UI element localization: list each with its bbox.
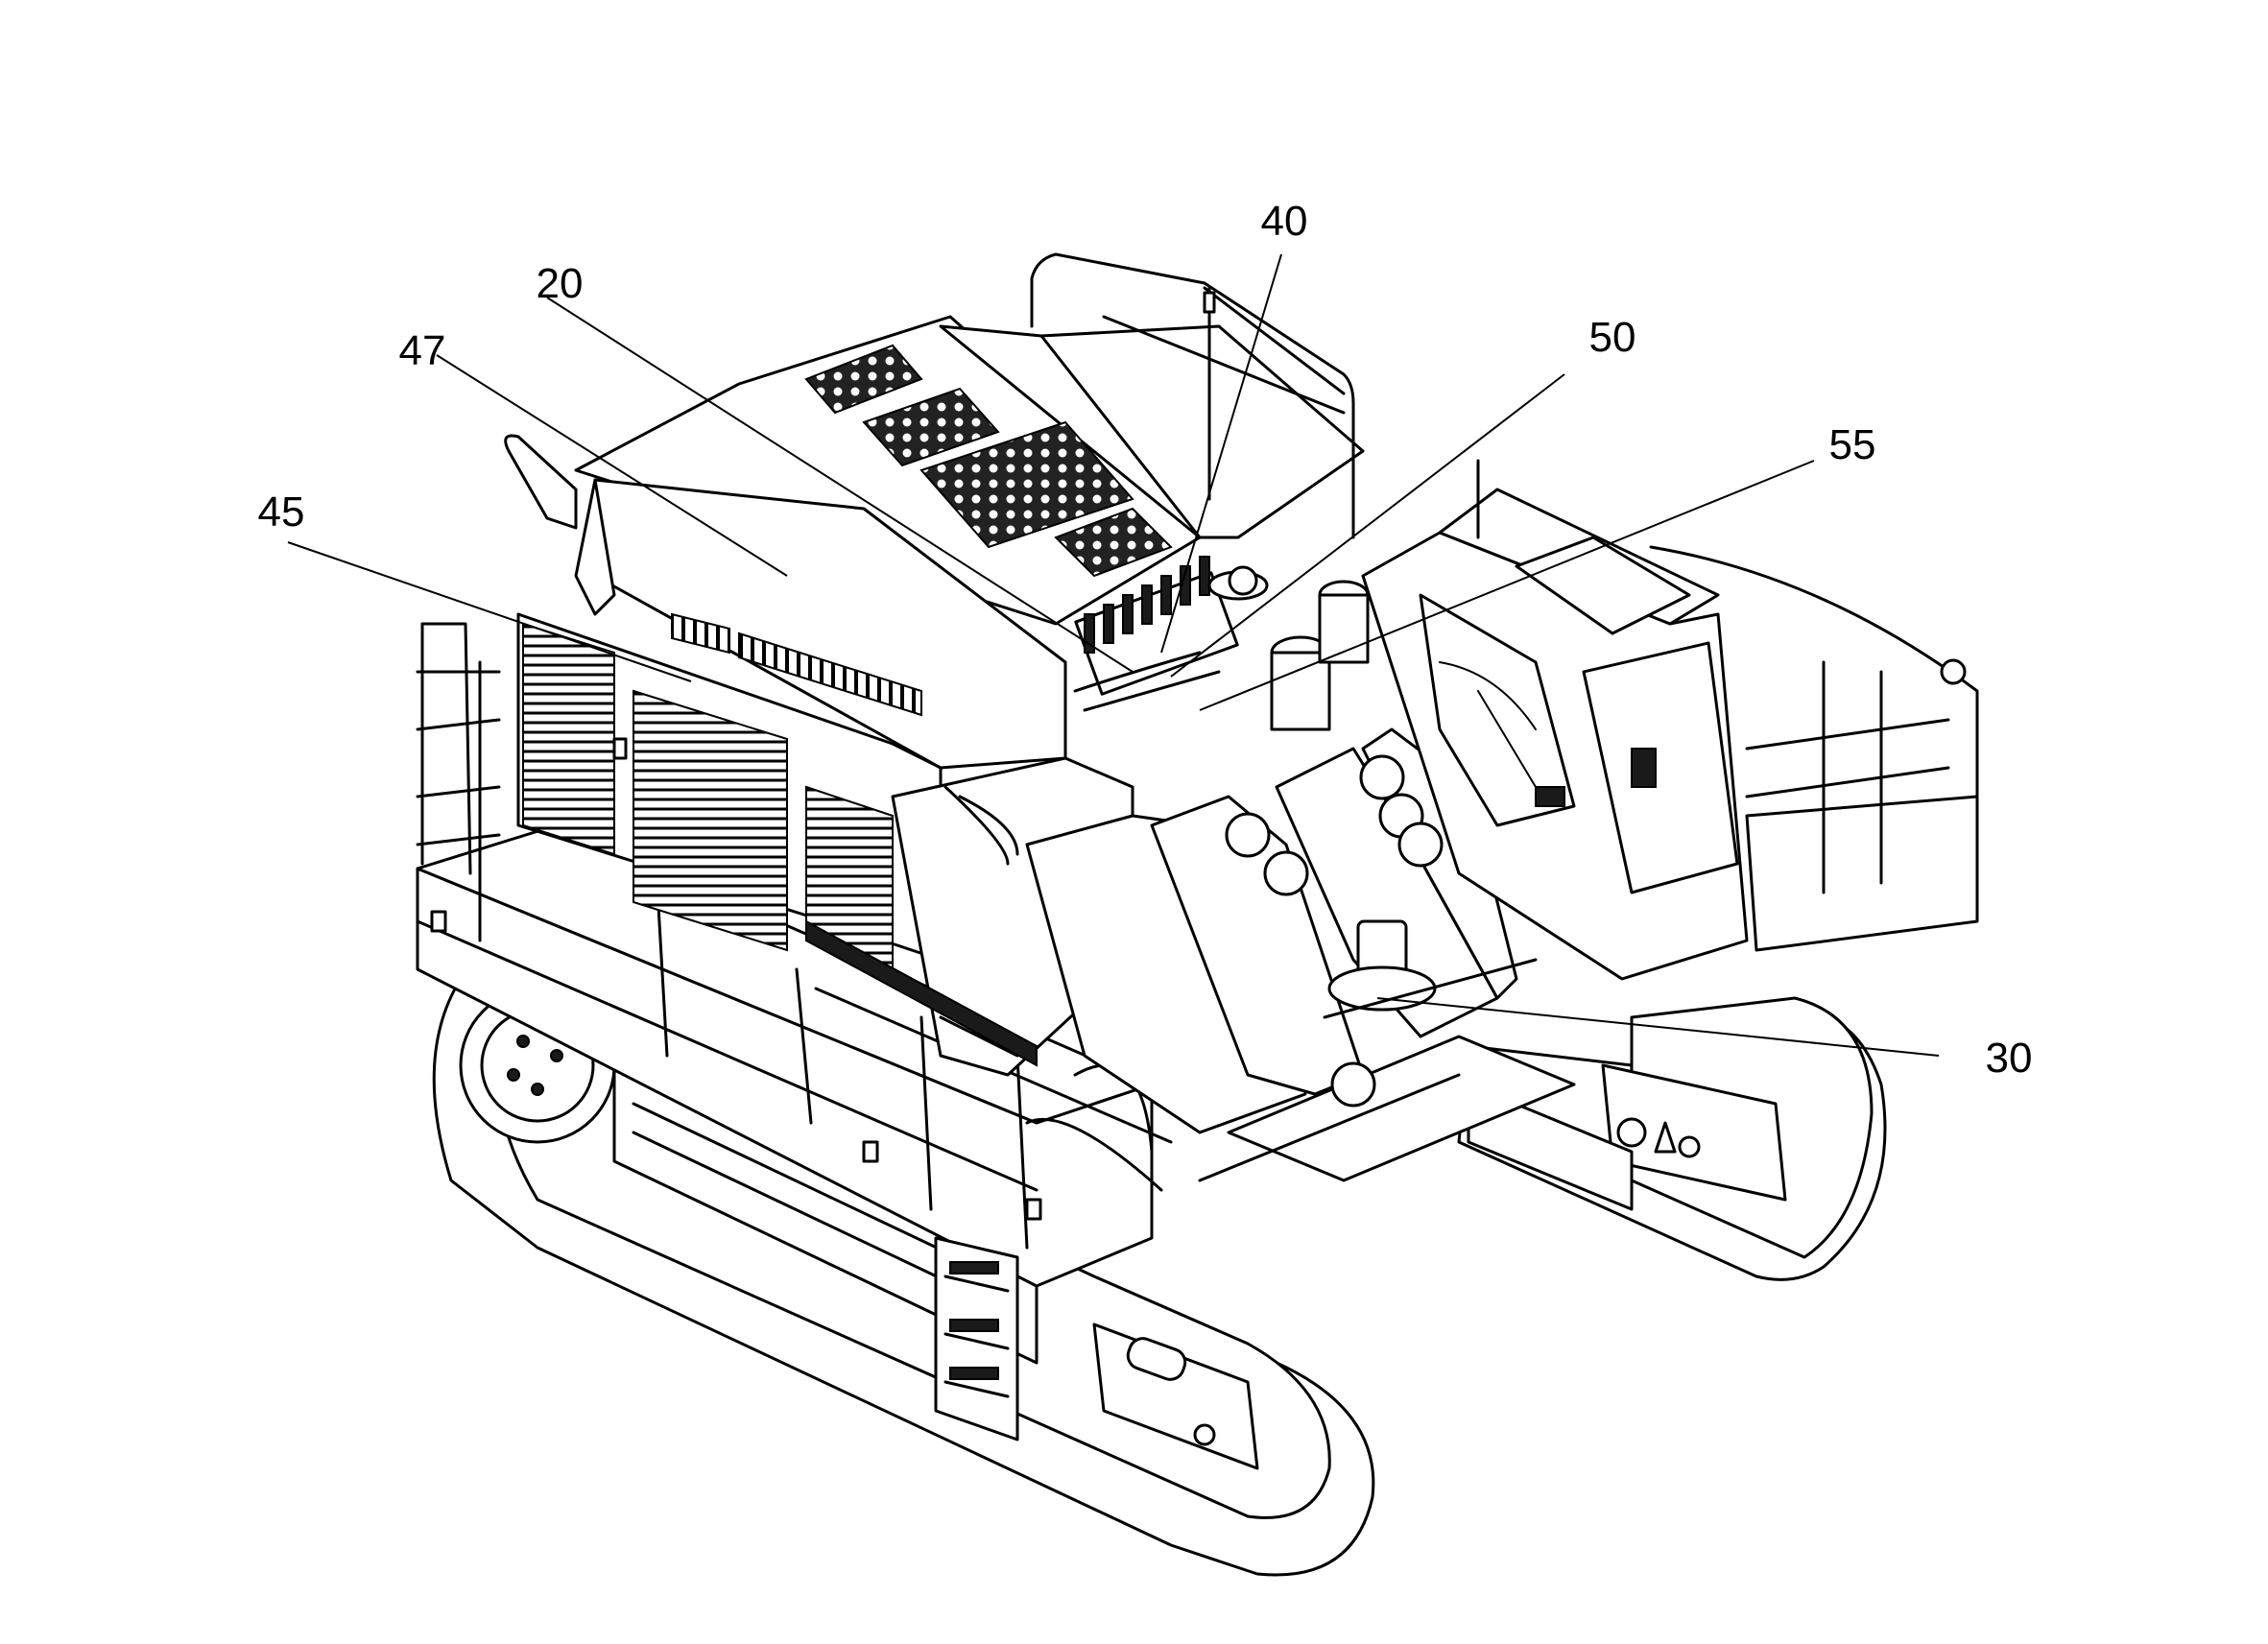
callout-47: 47 <box>399 327 446 374</box>
leader-47 <box>436 354 788 577</box>
callout-40: 40 <box>1261 198 1308 245</box>
valve-block <box>1039 324 1370 731</box>
access-ladder <box>934 1236 1019 1441</box>
callout-50: 50 <box>1589 314 1636 361</box>
leader-30 <box>1376 997 1940 1057</box>
brand-strip <box>805 919 1038 1067</box>
hydraulic-fittings <box>1084 556 1210 654</box>
top-vent-1 <box>804 344 923 415</box>
boom-foot <box>1150 727 1538 1108</box>
side-grille-1 <box>522 622 615 856</box>
operator-cab <box>1361 459 1749 981</box>
leader-20 <box>546 297 1134 673</box>
callout-55: 55 <box>1829 421 1876 468</box>
top-vent-4 <box>1054 507 1173 578</box>
leader-50 <box>1170 373 1565 678</box>
callout-30: 30 <box>1986 1035 2033 1082</box>
left-crawler-track <box>432 977 1375 1577</box>
leader-40 <box>1160 253 1282 654</box>
top-vent-3 <box>919 420 1134 549</box>
callout-45: 45 <box>258 488 305 536</box>
top-vent-2 <box>862 387 1000 467</box>
carbody <box>1227 1035 1576 1182</box>
right-crawler-track <box>1457 996 1887 1281</box>
side-grille-2 <box>633 689 788 952</box>
callout-labels: 20 30 40 45 47 50 55 <box>258 198 2033 1082</box>
handrail-rear <box>1030 252 1355 539</box>
exhaust-pipe <box>504 434 578 530</box>
leader-45 <box>287 541 692 682</box>
callout-20: 20 <box>537 260 584 307</box>
leader-lines <box>287 253 1940 1057</box>
leader-55 <box>1199 460 1815 711</box>
handrail-right <box>1649 545 1979 952</box>
